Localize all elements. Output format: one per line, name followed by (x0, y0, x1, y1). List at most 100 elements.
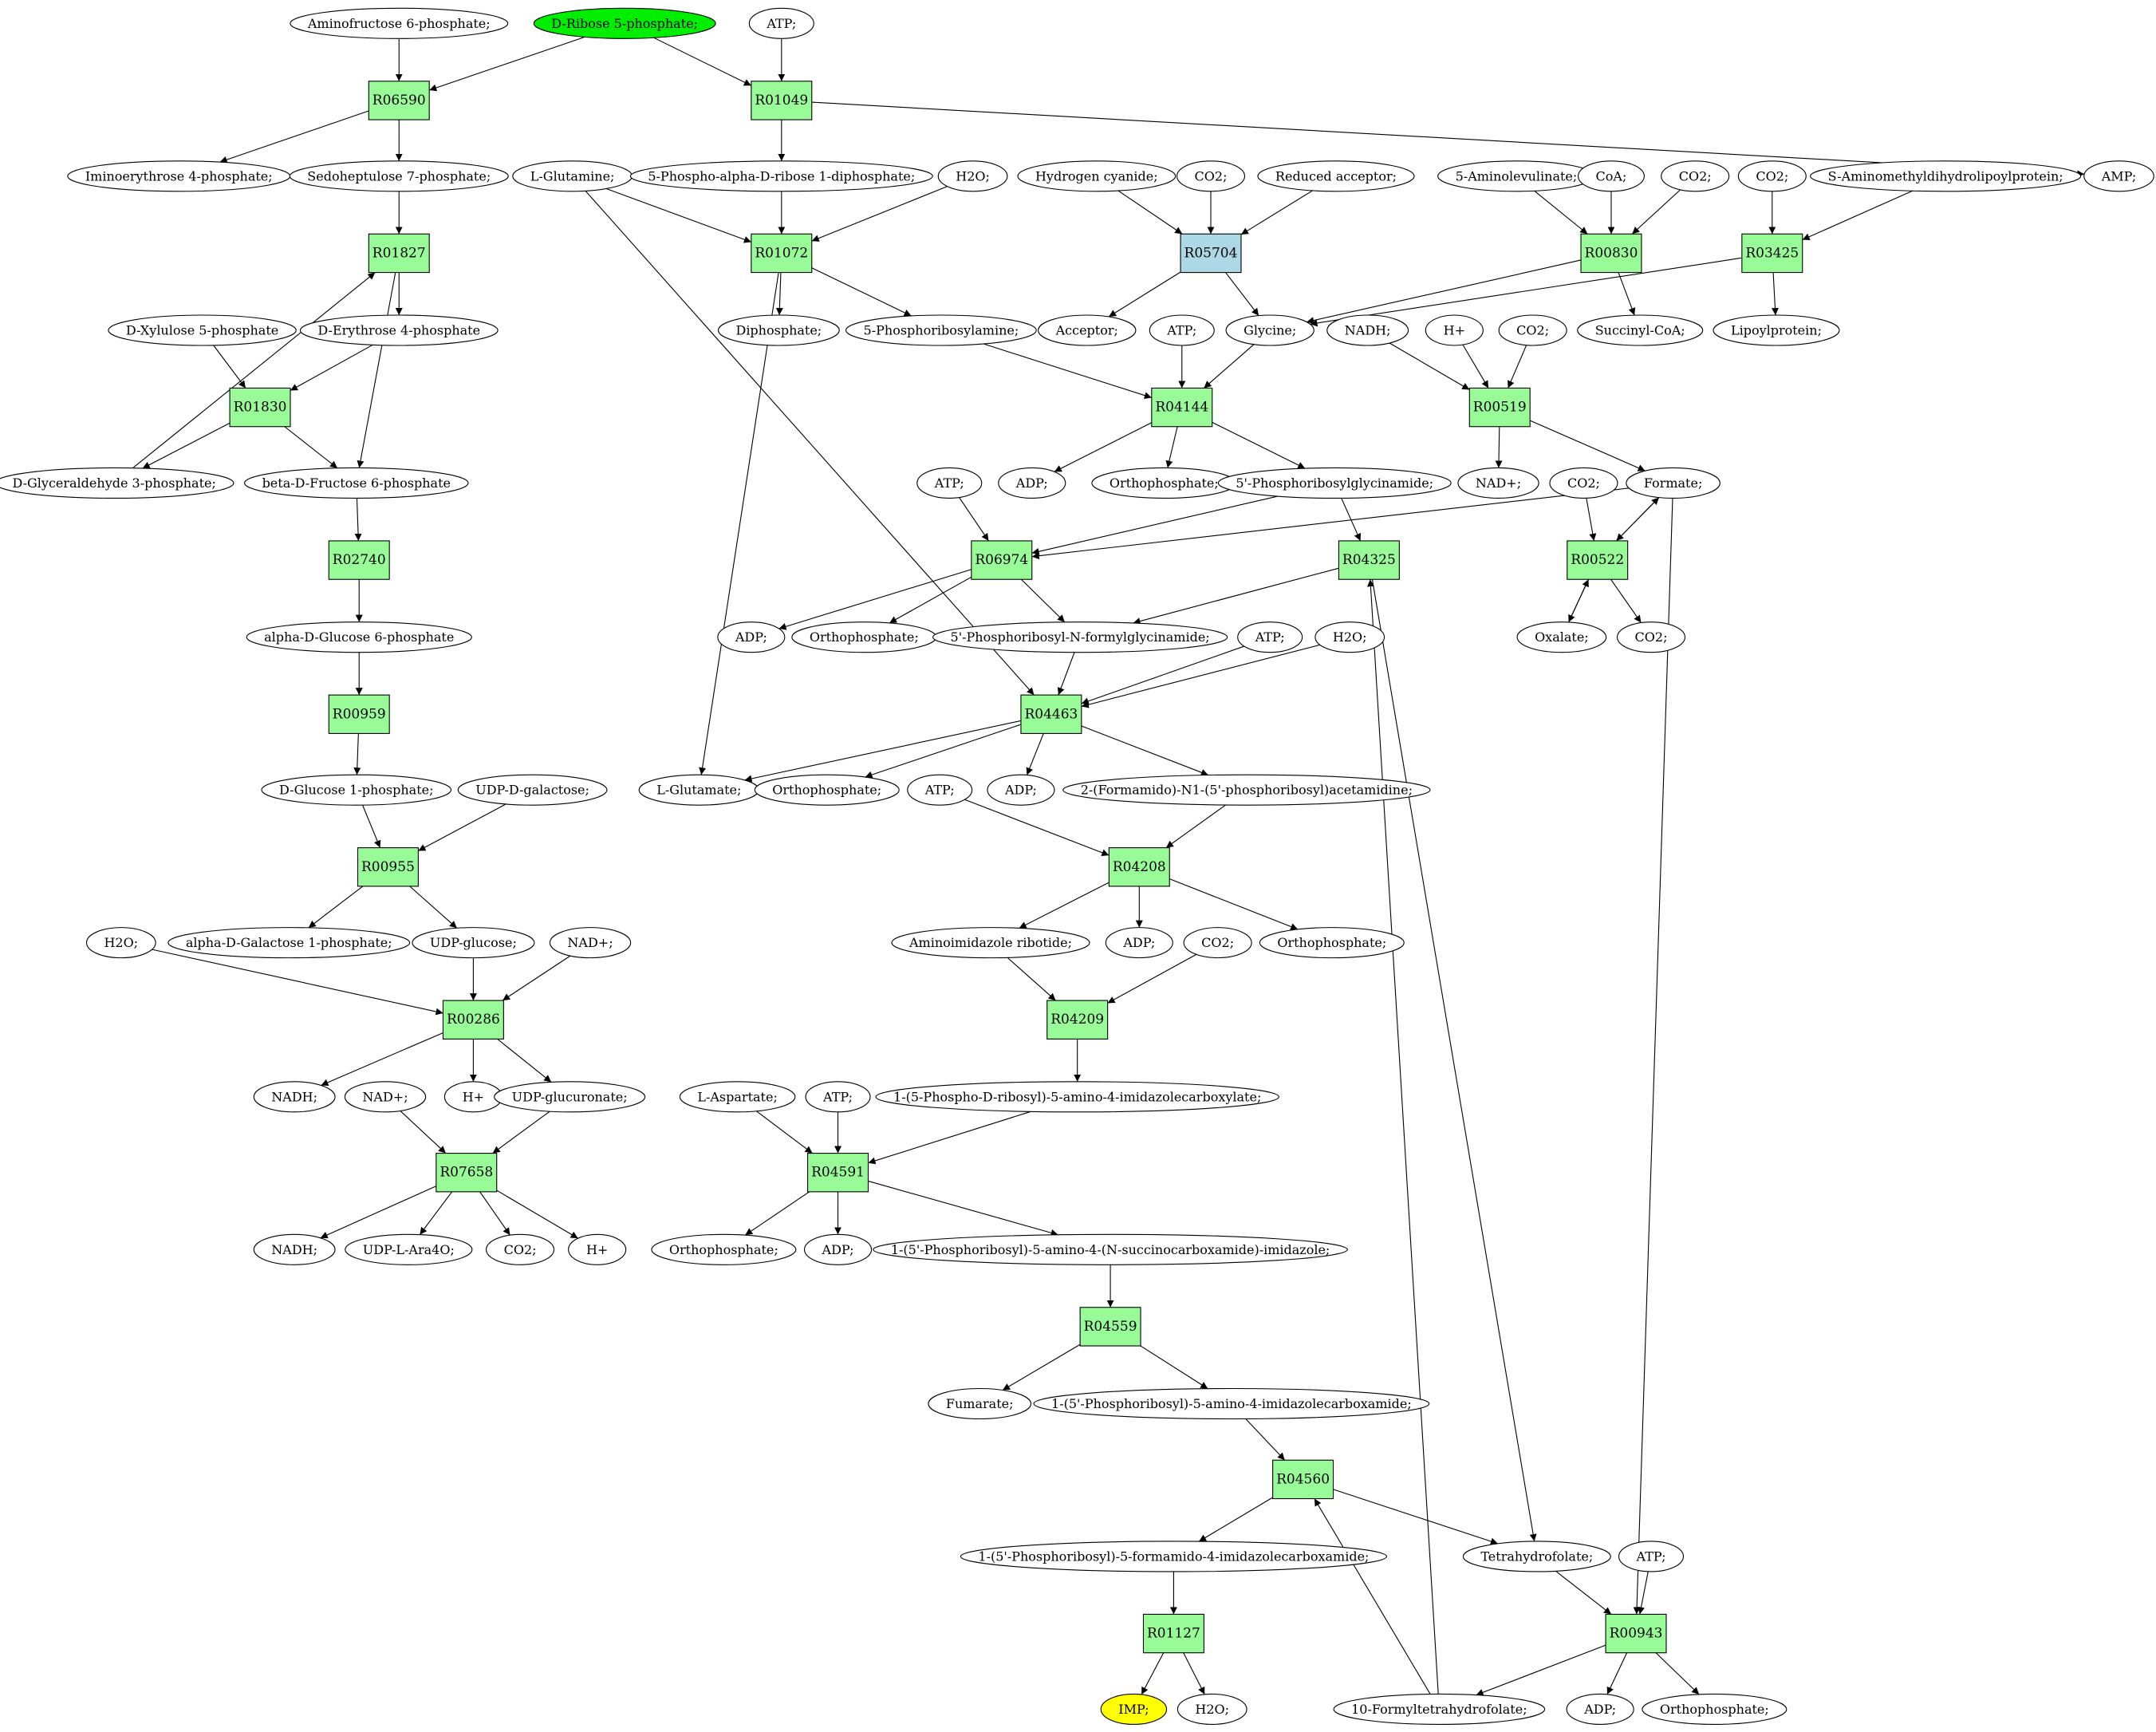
reaction-r00955[interactable]: R00955 (357, 847, 419, 887)
compound-amp[interactable]: AMP; (2083, 160, 2154, 192)
reaction-r00943[interactable]: R00943 (1605, 1613, 1667, 1654)
reaction-r04559[interactable]: R04559 (1079, 1307, 1141, 1347)
reaction-r01072[interactable]: R01072 (751, 233, 813, 274)
reaction-r06974[interactable]: R06974 (971, 540, 1033, 580)
reaction-r04560[interactable]: R04560 (1272, 1459, 1334, 1500)
compound-sedoheptulose[interactable]: Sedoheptulose 7-phosphate; (289, 160, 509, 192)
compound-5pra[interactable]: 5-Phosphoribosylamine; (845, 314, 1037, 346)
reaction-r00286[interactable]: R00286 (442, 1000, 504, 1040)
reaction-r04463[interactable]: R04463 (1020, 694, 1082, 734)
compound-coa[interactable]: CoA; (1578, 160, 1645, 192)
compound-aicar[interactable]: 1-(5'-Phosphoribosyl)-5-amino-4-imidazol… (1033, 1387, 1430, 1420)
compound-adp-6[interactable]: ADP; (1566, 1693, 1634, 1725)
compound-adp-3[interactable]: ADP; (987, 774, 1055, 806)
compound-dga3p[interactable]: D-Glyceraldehyde 3-phosphate; (0, 467, 235, 499)
compound-lglutamine[interactable]: L-Glutamine; (512, 160, 633, 192)
compound-iminoerythrose[interactable]: Iminoerythrose 4-phosphate; (67, 160, 291, 192)
compound-samdlp[interactable]: S-Aminomethyldihydrolipoylprotein; (1810, 160, 2082, 192)
compound-lglutamate[interactable]: L-Glutamate; (638, 774, 759, 806)
compound-udpglcur[interactable]: UDP-glucuronate; (494, 1081, 646, 1113)
compound-co2-2[interactable]: CO2; (1661, 160, 1730, 192)
compound-aminofructose[interactable]: Aminofructose 6-phosphate; (290, 7, 509, 39)
reaction-r01830[interactable]: R01830 (229, 387, 291, 428)
compound-adp-2[interactable]: ADP; (717, 621, 786, 653)
compound-dribose5p[interactable]: D-Ribose 5-phosphate; (533, 7, 716, 39)
compound-dg1p[interactable]: D-Glucose 1-phosphate; (261, 774, 452, 806)
compound-ortho-5[interactable]: Orthophosphate; (651, 1233, 797, 1265)
reaction-r03425[interactable]: R03425 (1741, 233, 1803, 274)
compound-udpgal[interactable]: UDP-D-galactose; (457, 774, 608, 806)
compound-co2-4[interactable]: CO2; (1498, 314, 1567, 346)
compound-5ala[interactable]: 5-Aminolevulinate; (1437, 160, 1595, 192)
compound-fumarate[interactable]: Fumarate; (928, 1387, 1032, 1420)
compound-nadplus-2[interactable]: NAD+; (549, 927, 632, 959)
compound-faicar[interactable]: 1-(5'-Phosphoribosyl)-5-formamido-4-imid… (960, 1541, 1387, 1572)
compound-co2-3[interactable]: CO2; (1737, 160, 1807, 192)
reaction-r01049[interactable]: R01049 (751, 81, 813, 120)
compound-adp-4[interactable]: ADP; (1105, 927, 1173, 959)
compound-diphosphate[interactable]: Diphosphate; (717, 314, 840, 346)
compound-nadplus-1[interactable]: NAD+; (1457, 467, 1539, 499)
reaction-r06590[interactable]: R06590 (368, 81, 430, 120)
reaction-r04325[interactable]: R04325 (1338, 540, 1400, 580)
compound-laspartate[interactable]: L-Aspartate; (679, 1081, 796, 1113)
compound-oxalate[interactable]: Oxalate; (1516, 621, 1607, 653)
compound-atp-7[interactable]: ATP; (1618, 1541, 1685, 1572)
compound-udpglc[interactable]: UDP-glucose; (412, 927, 535, 959)
compound-gar[interactable]: 5'-Phosphoribosylglycinamide; (1217, 467, 1452, 499)
compound-ortho-4[interactable]: Orthophosphate; (1259, 927, 1405, 959)
compound-formate[interactable]: Formate; (1626, 467, 1720, 499)
reaction-r04209[interactable]: R04209 (1046, 1000, 1109, 1040)
compound-prpp[interactable]: 5-Phospho-alpha-D-ribose 1-diphosphate; (629, 160, 933, 192)
compound-atp-3[interactable]: ATP; (916, 467, 983, 499)
compound-co2-5[interactable]: CO2; (1549, 467, 1618, 499)
reaction-r00959[interactable]: R00959 (328, 694, 390, 734)
compound-co2-7[interactable]: CO2; (1183, 927, 1252, 959)
compound-h2o-1[interactable]: H2O; (937, 160, 1008, 192)
reaction-r00519[interactable]: R00519 (1468, 387, 1531, 428)
reaction-r00522[interactable]: R00522 (1567, 540, 1629, 580)
compound-fgar[interactable]: 5'-Phosphoribosyl-N-formylglycinamide; (932, 621, 1228, 653)
compound-adg6p[interactable]: alpha-D-Glucose 6-phosphate (246, 621, 472, 653)
reaction-r01827[interactable]: R01827 (368, 233, 430, 274)
compound-ortho-3[interactable]: Orthophosphate; (754, 774, 900, 806)
compound-nadh-3[interactable]: NADH; (253, 1233, 336, 1265)
compound-hplus-2[interactable]: H+ (443, 1081, 503, 1113)
compound-nadh-2[interactable]: NADH; (253, 1081, 336, 1113)
compound-redacc[interactable]: Reduced acceptor; (1257, 160, 1415, 192)
reaction-r04591[interactable]: R04591 (807, 1153, 869, 1193)
compound-h2o-4[interactable]: H2O; (1177, 1693, 1247, 1725)
compound-air[interactable]: Aminoimidazole ribotide; (891, 927, 1090, 959)
compound-glycine[interactable]: Glycine; (1225, 314, 1314, 346)
compound-bdf6p[interactable]: beta-D-Fructose 6-phosphate (244, 467, 469, 499)
compound-imp[interactable]: IMP; (1100, 1693, 1168, 1725)
compound-acceptor[interactable]: Acceptor; (1038, 314, 1137, 346)
reaction-r04208[interactable]: R04208 (1108, 847, 1170, 887)
reaction-r07658[interactable]: R07658 (436, 1153, 498, 1193)
compound-co2-6[interactable]: CO2; (1616, 621, 1686, 653)
compound-adp-5[interactable]: ADP; (803, 1233, 873, 1265)
compound-succoa[interactable]: Succinyl-CoA; (1577, 314, 1704, 346)
reaction-r00830[interactable]: R00830 (1580, 233, 1642, 274)
compound-hplus-1[interactable]: H+ (1425, 314, 1484, 346)
compound-10fthf[interactable]: 10-Formyltetrahydrofolate; (1333, 1693, 1546, 1725)
compound-cair[interactable]: 1-(5-Phospho-D-ribosyl)-5-amino-4-imidaz… (875, 1081, 1279, 1113)
compound-atp-2[interactable]: ATP; (1149, 314, 1215, 346)
compound-nadplus-3[interactable]: NAD+; (344, 1081, 427, 1113)
compound-atp-top[interactable]: ATP; (748, 7, 814, 39)
reaction-r04144[interactable]: R04144 (1151, 387, 1213, 428)
compound-co2-1[interactable]: CO2; (1176, 160, 1246, 192)
compound-h2o-3[interactable]: H2O; (85, 927, 156, 959)
compound-co2-8[interactable]: CO2; (486, 1233, 555, 1265)
compound-udpara[interactable]: UDP-L-Ara4O; (345, 1233, 473, 1265)
compound-derythrose[interactable]: D-Erythrose 4-phosphate (299, 314, 499, 346)
compound-hplus-3[interactable]: H+ (568, 1233, 627, 1265)
compound-nadh-1[interactable]: NADH; (1326, 314, 1409, 346)
compound-adp-1[interactable]: ADP; (998, 467, 1066, 499)
compound-saicar[interactable]: 1-(5'-Phosphoribosyl)-5-amino-4-(N-succi… (873, 1233, 1348, 1265)
reaction-r01127[interactable]: R01127 (1142, 1613, 1204, 1654)
compound-atp-4[interactable]: ATP; (1237, 621, 1303, 653)
compound-lipoyl[interactable]: Lipoylprotein; (1713, 314, 1840, 346)
compound-atp-6[interactable]: ATP; (805, 1081, 871, 1113)
compound-ortho-2[interactable]: Orthophosphate; (791, 621, 937, 653)
